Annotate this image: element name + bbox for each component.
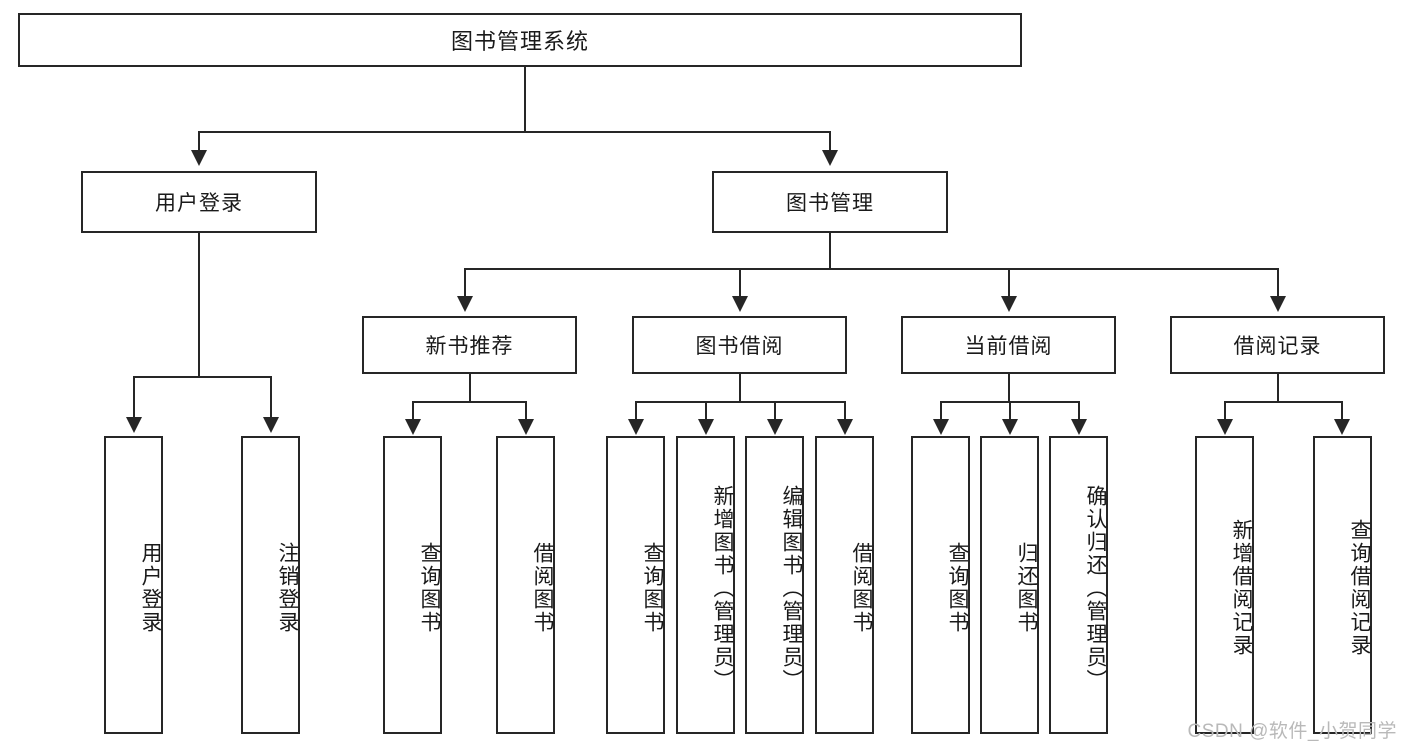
connector-nbr-drop-2 [525, 401, 527, 420]
connector-book-management-stem [829, 233, 831, 269]
arrow-cb-leaf-3 [1071, 419, 1087, 435]
connector-cb-drop-1 [940, 401, 942, 420]
arrow-bb-leaf-1 [628, 419, 644, 435]
node-book-borrow[interactable]: 图书借阅 [632, 316, 847, 374]
node-leaf-logout-label: 注销登录 [276, 542, 299, 634]
connector-user-login-drop-1 [133, 376, 135, 418]
connector-user-login-stem [198, 233, 200, 377]
arrow-bb-leaf-2 [698, 419, 714, 435]
connector-br-drop-1 [1224, 401, 1226, 420]
connector-bm-drop-4 [1277, 268, 1279, 297]
node-leaf-edit-book[interactable]: 编辑图书（管理员） [745, 436, 804, 734]
node-leaf-query-book-2[interactable]: 查询图书 [606, 436, 665, 734]
connector-nbr-bar [412, 401, 526, 403]
watermark-text: CSDN @软件_小贺同学 [1187, 721, 1397, 742]
node-leaf-borrow-book-2-label: 借阅图书 [850, 542, 873, 634]
node-leaf-confirm-return[interactable]: 确认归还（管理员） [1049, 436, 1108, 734]
node-leaf-query-book-2-label: 查询图书 [641, 542, 664, 634]
connector-br-stem [1277, 374, 1279, 402]
connector-root-stem [524, 67, 526, 132]
connector-bb-drop-1 [635, 401, 637, 420]
node-borrow-record-label: 借阅记录 [1233, 335, 1322, 358]
arrow-br-leaf-2 [1334, 419, 1350, 435]
node-current-borrow[interactable]: 当前借阅 [901, 316, 1116, 374]
arrow-br-leaf-1 [1217, 419, 1233, 435]
connector-cb-stem [1008, 374, 1010, 402]
connector-bm-drop-2 [739, 268, 741, 297]
node-leaf-add-book[interactable]: 新增图书（管理员） [676, 436, 735, 734]
arrow-root-to-user-login [191, 150, 207, 166]
connector-root-to-user-login [198, 131, 200, 151]
connector-bb-drop-2 [705, 401, 707, 420]
node-leaf-query-book-1[interactable]: 查询图书 [383, 436, 442, 734]
node-book-borrow-label: 图书借阅 [695, 335, 784, 358]
node-book-management[interactable]: 图书管理 [712, 171, 948, 233]
arrow-bm-to-borrow-record [1270, 296, 1286, 312]
arrow-bm-to-new-book-recommend [457, 296, 473, 312]
node-leaf-borrow-book-2[interactable]: 借阅图书 [815, 436, 874, 734]
arrow-user-login-leaf-2 [263, 417, 279, 433]
node-leaf-query-book-1-label: 查询图书 [418, 542, 441, 634]
arrow-bb-leaf-3 [767, 419, 783, 435]
arrow-cb-leaf-2 [1002, 419, 1018, 435]
connector-root-bar [198, 131, 831, 133]
node-leaf-add-record[interactable]: 新增借阅记录 [1195, 436, 1254, 734]
node-new-book-recommend-label: 新书推荐 [425, 335, 514, 358]
node-leaf-return-book[interactable]: 归还图书 [980, 436, 1039, 734]
node-leaf-query-record-label: 查询借阅记录 [1348, 519, 1371, 657]
node-leaf-add-record-label: 新增借阅记录 [1230, 519, 1253, 657]
arrow-nbr-leaf-2 [518, 419, 534, 435]
node-book-management-label: 图书管理 [786, 192, 874, 215]
node-new-book-recommend[interactable]: 新书推荐 [362, 316, 577, 374]
node-root-label: 图书管理系统 [450, 29, 589, 54]
node-leaf-query-book-3-label: 查询图书 [946, 542, 969, 634]
arrow-root-to-book-management [822, 150, 838, 166]
node-leaf-query-record[interactable]: 查询借阅记录 [1313, 436, 1372, 734]
connector-bm-drop-1 [464, 268, 466, 297]
node-leaf-logout[interactable]: 注销登录 [241, 436, 300, 734]
connector-user-login-bar [133, 376, 271, 378]
connector-bm-drop-3 [1008, 268, 1010, 297]
connector-bb-stem [739, 374, 741, 402]
connector-user-login-drop-2 [270, 376, 272, 418]
connector-nbr-drop-1 [412, 401, 414, 420]
arrow-user-login-leaf-1 [126, 417, 142, 433]
connector-br-drop-2 [1341, 401, 1343, 420]
connector-bb-drop-3 [774, 401, 776, 420]
node-borrow-record[interactable]: 借阅记录 [1170, 316, 1385, 374]
connector-cb-drop-3 [1078, 401, 1080, 420]
connector-book-management-bar [464, 268, 1278, 270]
node-user-login-label: 用户登录 [155, 192, 243, 215]
node-leaf-user-login[interactable]: 用户登录 [104, 436, 163, 734]
node-current-borrow-label: 当前借阅 [964, 335, 1053, 358]
node-leaf-borrow-book-1-label: 借阅图书 [531, 542, 554, 634]
arrow-bb-leaf-4 [837, 419, 853, 435]
connector-br-bar [1224, 401, 1342, 403]
connector-root-to-book-management [829, 131, 831, 151]
connector-cb-drop-2 [1009, 401, 1011, 420]
connector-bb-drop-4 [844, 401, 846, 420]
connector-nbr-stem [469, 374, 471, 402]
node-leaf-return-book-label: 归还图书 [1015, 542, 1038, 634]
node-leaf-borrow-book-1[interactable]: 借阅图书 [496, 436, 555, 734]
node-user-login[interactable]: 用户登录 [81, 171, 317, 233]
node-leaf-edit-book-label: 编辑图书（管理员） [780, 484, 803, 692]
node-root-system[interactable]: 图书管理系统 [18, 13, 1022, 67]
arrow-bm-to-current-borrow [1001, 296, 1017, 312]
node-leaf-user-login-label: 用户登录 [139, 542, 162, 634]
arrow-cb-leaf-1 [933, 419, 949, 435]
arrow-nbr-leaf-1 [405, 419, 421, 435]
node-leaf-confirm-return-label: 确认归还（管理员） [1084, 484, 1107, 692]
arrow-bm-to-book-borrow [732, 296, 748, 312]
connector-bb-bar [635, 401, 845, 403]
node-leaf-query-book-3[interactable]: 查询图书 [911, 436, 970, 734]
node-leaf-add-book-label: 新增图书（管理员） [711, 484, 734, 692]
